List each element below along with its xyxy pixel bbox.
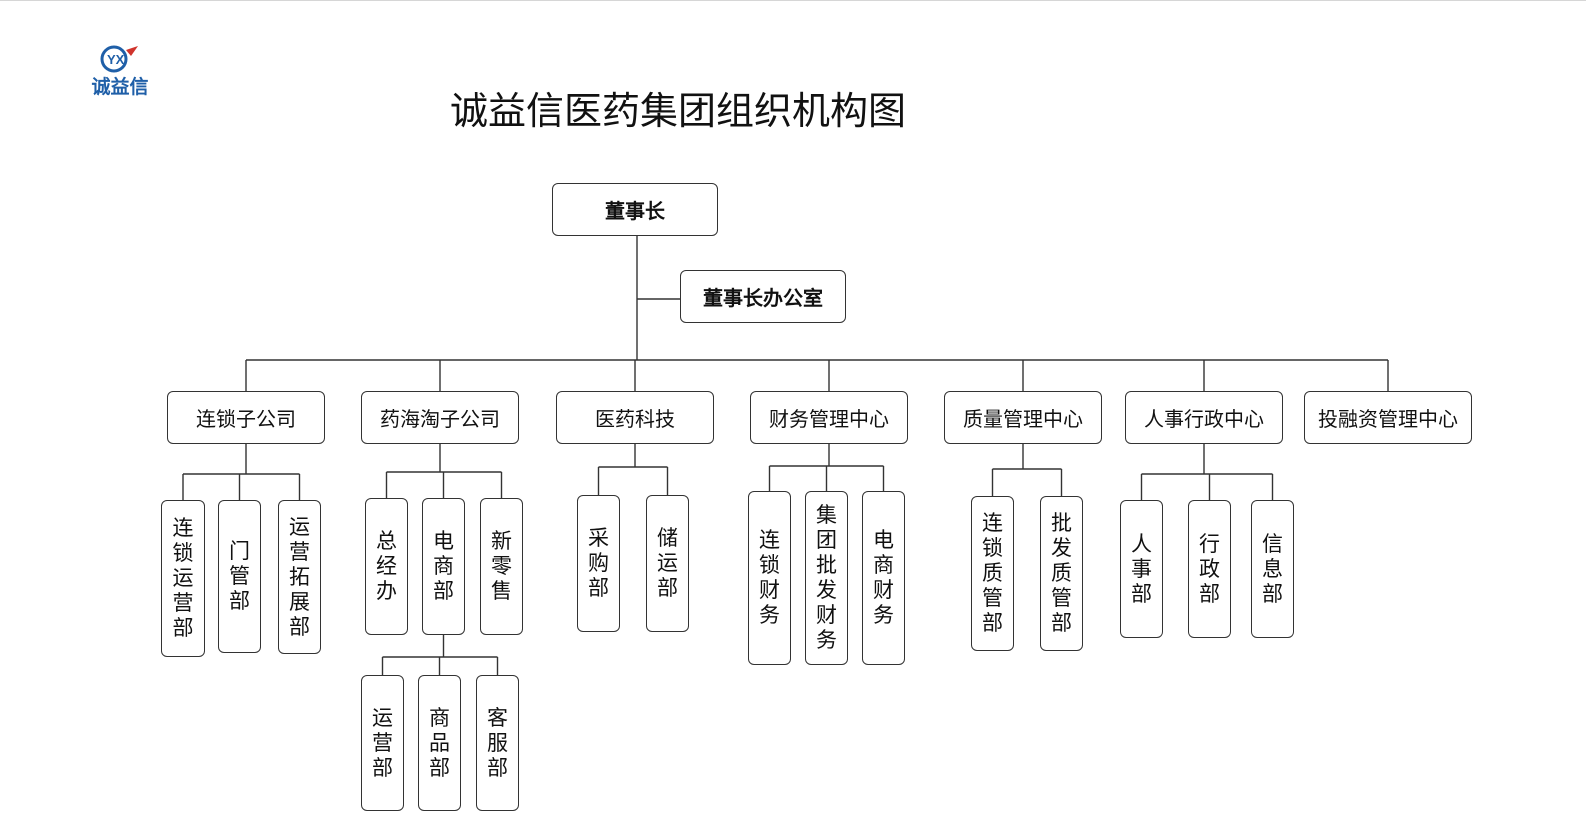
department-node: 批发质管部 bbox=[1040, 496, 1083, 651]
division-node: 质量管理中心 bbox=[944, 391, 1102, 444]
top-border-line bbox=[0, 0, 1586, 1]
department-node: 连锁财务 bbox=[748, 491, 791, 665]
company-logo: YX 诚益信 bbox=[84, 44, 156, 98]
department-node: 运营拓展部 bbox=[278, 500, 321, 654]
department-node: 行政部 bbox=[1188, 500, 1231, 638]
division-node: 投融资管理中心 bbox=[1304, 391, 1472, 444]
department-node: 门管部 bbox=[218, 500, 261, 653]
division-node: 药海淘子公司 bbox=[361, 391, 519, 444]
chairman-office-node: 董事长办公室 bbox=[680, 270, 846, 323]
department-node: 人事部 bbox=[1120, 500, 1163, 638]
division-node: 医药科技 bbox=[556, 391, 714, 444]
department-node: 集团批发财务 bbox=[805, 491, 848, 665]
department-node: 新零售 bbox=[480, 498, 523, 635]
department-node: 电商财务 bbox=[862, 491, 905, 665]
division-node: 连锁子公司 bbox=[167, 391, 325, 444]
department-node: 连锁运营部 bbox=[161, 500, 205, 657]
subdepartment-node: 运营部 bbox=[361, 675, 404, 811]
logo-mark-icon: YX bbox=[100, 45, 138, 73]
department-node: 储运部 bbox=[646, 495, 689, 632]
department-node: 信息部 bbox=[1251, 500, 1294, 638]
department-node: 采购部 bbox=[577, 495, 620, 632]
department-node: 连锁质管部 bbox=[971, 496, 1014, 651]
department-node: 总经办 bbox=[365, 498, 408, 635]
page-title: 诚益信医药集团组织机构图 bbox=[450, 89, 907, 133]
svg-text:YX: YX bbox=[107, 52, 125, 67]
subdepartment-node: 商品部 bbox=[418, 675, 461, 811]
chairman-node: 董事长 bbox=[552, 183, 718, 236]
logo-text: 诚益信 bbox=[91, 76, 149, 98]
division-node: 人事行政中心 bbox=[1125, 391, 1283, 444]
subdepartment-node: 客服部 bbox=[476, 675, 519, 811]
department-node: 电商部 bbox=[422, 498, 465, 635]
division-node: 财务管理中心 bbox=[750, 391, 908, 444]
